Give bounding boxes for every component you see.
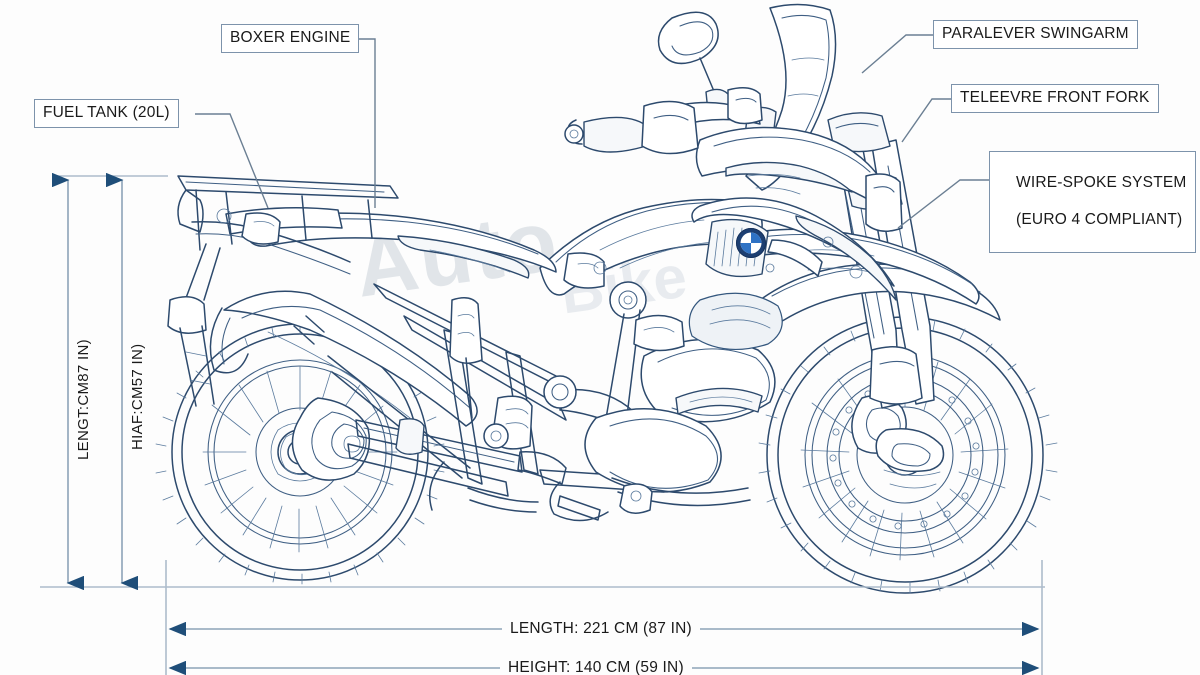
mirror-and-handlebar	[564, 11, 763, 155]
dimension-label-height-vertical: HIAF:CM57 IN)	[129, 343, 146, 450]
callout-telelever-front-fork[interactable]: TELEEVRE FRONT FORK	[951, 84, 1159, 114]
boxer-engine	[549, 218, 783, 522]
callout-wire-spoke-system[interactable]: WIRE-SPOKE SYSTEM (EURO 4 COMPLIANT)	[989, 151, 1196, 253]
frame	[327, 281, 665, 493]
paralever-swingarm	[167, 296, 567, 497]
callout-boxer-engine[interactable]: BOXER ENGINE	[221, 24, 360, 54]
dimension-label-length-horizontal: LENGTH: 221 CM (87 IN)	[502, 620, 700, 638]
front-fairing	[695, 126, 903, 232]
callout-wire-spoke-line1: WIRE-SPOKE SYSTEM	[1016, 173, 1187, 191]
exhaust-muffler	[209, 290, 478, 427]
dimension-label-length-vertical: LENGT:CM87 IN)	[75, 339, 92, 460]
callout-paralever-swingarm[interactable]: PARALEVER SWINGARM	[933, 20, 1138, 50]
callout-fuel-tank[interactable]: FUEL TANK (20L)	[34, 99, 179, 129]
front-wheel	[758, 316, 1058, 594]
luggage-rack	[177, 175, 607, 301]
bmw-roundel-badge	[736, 228, 766, 258]
callout-wire-spoke-line2: (EURO 4 COMPLIANT)	[1016, 210, 1183, 228]
dimension-label-height-horizontal: HEIGHT: 140 CM (59 IN)	[500, 659, 692, 675]
footpeg-and-linkage	[395, 418, 653, 521]
side-fairing	[691, 197, 897, 301]
rear-shock	[449, 297, 483, 419]
